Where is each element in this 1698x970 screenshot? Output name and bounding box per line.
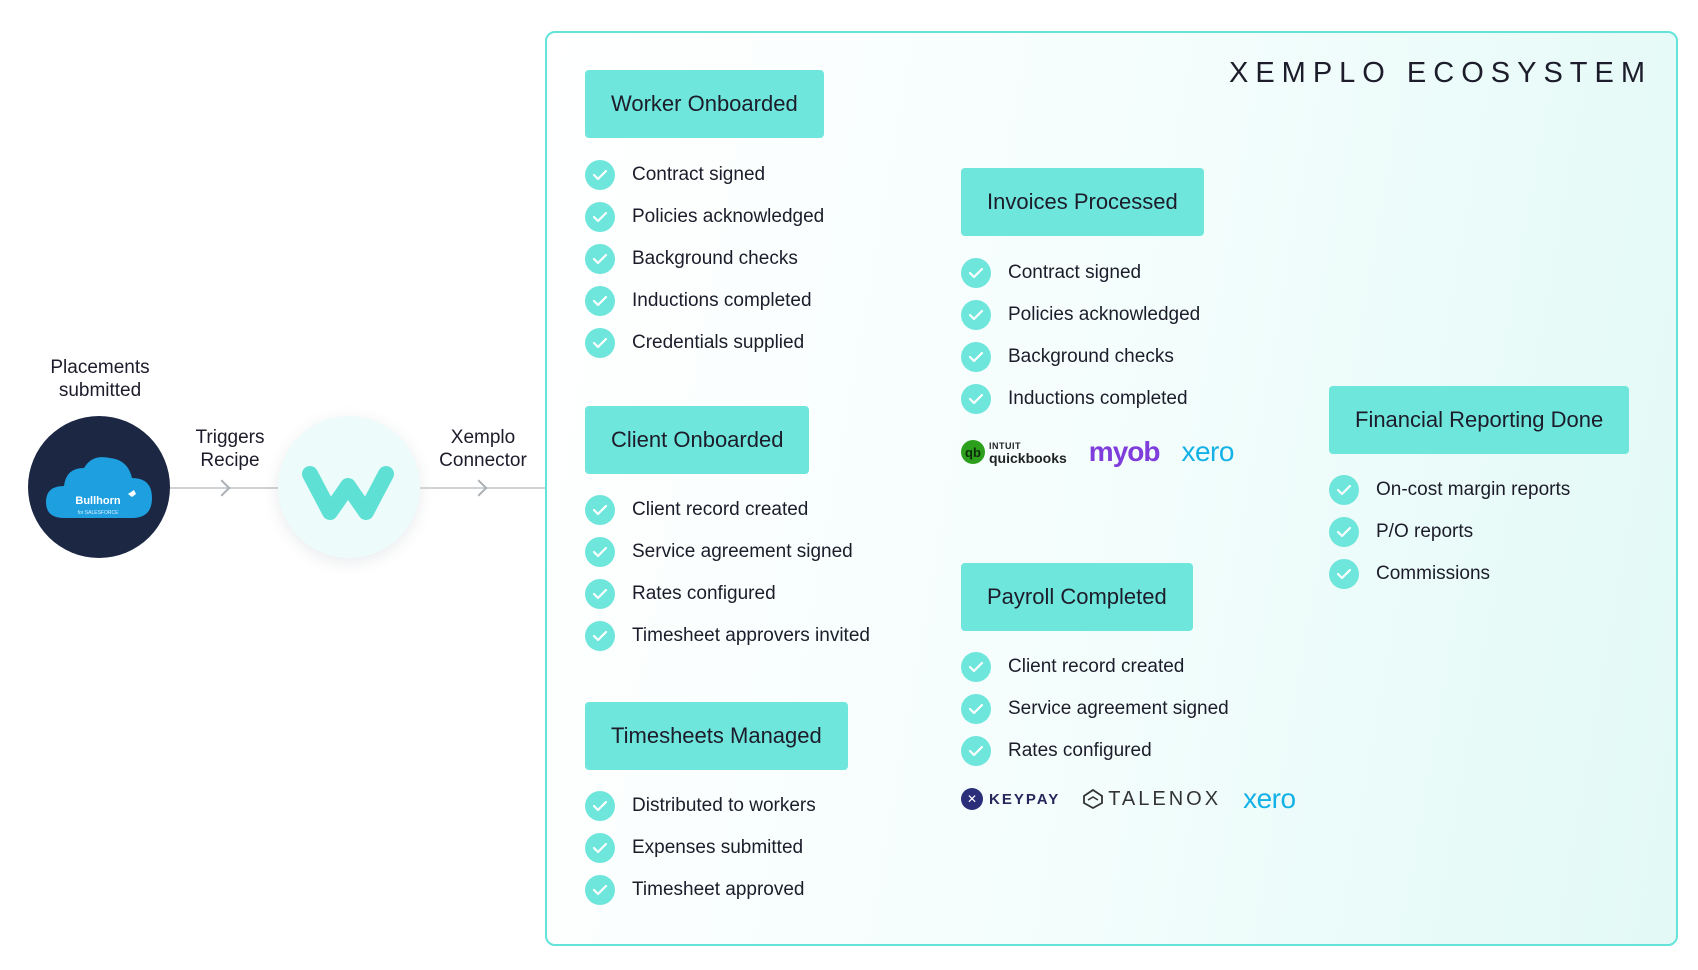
list-item: Client record created bbox=[961, 646, 1229, 688]
invoices-processed-card: Invoices Processed bbox=[961, 168, 1204, 236]
financial-reporting-card: Financial Reporting Done bbox=[1329, 386, 1630, 454]
check-icon bbox=[961, 384, 991, 414]
talenox-logo: TALENOX bbox=[1082, 788, 1221, 811]
payroll-completed-card: Payroll Completed bbox=[961, 563, 1193, 631]
check-icon bbox=[1329, 475, 1359, 505]
list-item: Rates configured bbox=[585, 573, 870, 615]
list-item: Distributed to workers bbox=[585, 785, 816, 827]
check-icon bbox=[961, 300, 991, 330]
bullhorn-logo: Bullhorn for SALESFORCE bbox=[28, 416, 170, 558]
xemplo-connector-label: Xemplo Connector bbox=[439, 427, 527, 471]
placements-submitted-label: Placements submitted bbox=[50, 357, 150, 401]
list-item: Client record created bbox=[585, 489, 870, 531]
talenox-icon bbox=[1083, 788, 1104, 810]
check-icon bbox=[585, 160, 615, 190]
check-icon bbox=[585, 621, 615, 651]
keypay-logo: ✕ KEYPAY bbox=[961, 788, 1060, 810]
check-icon bbox=[961, 694, 991, 724]
triggers-recipe-label: Triggers Recipe bbox=[195, 427, 265, 471]
list-item: Policies acknowledged bbox=[961, 294, 1200, 336]
list-item: Timesheet approved bbox=[585, 869, 816, 911]
financial-reporting-list: On-cost margin reports P/O reports Commi… bbox=[1329, 469, 1570, 595]
check-icon bbox=[961, 258, 991, 288]
check-icon bbox=[961, 736, 991, 766]
check-icon bbox=[585, 833, 615, 863]
check-icon bbox=[961, 652, 991, 682]
ecosystem-title: XEMPLO ECOSYSTEM bbox=[1228, 57, 1652, 89]
quickbooks-icon: qb bbox=[961, 440, 985, 464]
check-icon bbox=[585, 202, 615, 232]
timesheets-managed-list: Distributed to workers Expenses submitte… bbox=[585, 785, 816, 911]
list-item: Service agreement signed bbox=[585, 531, 870, 573]
check-icon bbox=[585, 537, 615, 567]
list-item: Background checks bbox=[585, 238, 824, 280]
xemplo-connector-node bbox=[278, 416, 420, 558]
list-item: Timesheet approvers invited bbox=[585, 615, 870, 657]
list-item: Rates configured bbox=[961, 730, 1229, 772]
chevron-right-icon bbox=[213, 479, 231, 497]
check-icon bbox=[585, 495, 615, 525]
check-icon bbox=[961, 342, 991, 372]
bullhorn-sub: for SALESFORCE bbox=[78, 510, 120, 516]
check-icon bbox=[585, 579, 615, 609]
worker-onboarded-card: Worker Onboarded bbox=[585, 70, 824, 138]
xero-logo: xero bbox=[1181, 436, 1234, 467]
list-item: Contract signed bbox=[961, 252, 1200, 294]
client-onboarded-card: Client Onboarded bbox=[585, 406, 810, 474]
payroll-completed-list: Client record created Service agreement … bbox=[961, 646, 1229, 772]
xemplo-w-logo-icon bbox=[302, 466, 394, 520]
list-item: Inductions completed bbox=[585, 280, 824, 322]
invoices-processed-list: Contract signed Policies acknowledged Ba… bbox=[961, 252, 1200, 420]
list-item: P/O reports bbox=[1329, 511, 1570, 553]
worker-onboarded-list: Contract signed Policies acknowledged Ba… bbox=[585, 154, 824, 364]
timesheets-managed-card: Timesheets Managed bbox=[585, 702, 848, 770]
list-item: On-cost margin reports bbox=[1329, 469, 1570, 511]
list-item: Expenses submitted bbox=[585, 827, 816, 869]
keypay-icon: ✕ bbox=[961, 788, 983, 810]
list-item: Policies acknowledged bbox=[585, 196, 824, 238]
payroll-integrations-logos: ✕ KEYPAY TALENOX xero bbox=[961, 783, 1318, 815]
list-item: Contract signed bbox=[585, 154, 824, 196]
xero-logo: xero bbox=[1243, 783, 1296, 814]
flow-line-2 bbox=[420, 487, 545, 489]
client-onboarded-list: Client record created Service agreement … bbox=[585, 489, 870, 657]
myob-logo: myob bbox=[1088, 436, 1161, 467]
check-icon bbox=[1329, 559, 1359, 589]
list-item: Service agreement signed bbox=[961, 688, 1229, 730]
list-item: Credentials supplied bbox=[585, 322, 824, 364]
check-icon bbox=[585, 791, 615, 821]
list-item: Commissions bbox=[1329, 553, 1570, 595]
bullhorn-name: Bullhorn bbox=[75, 495, 120, 507]
list-item: Inductions completed bbox=[961, 378, 1200, 420]
check-icon bbox=[585, 875, 615, 905]
list-item: Background checks bbox=[961, 336, 1200, 378]
check-icon bbox=[585, 286, 615, 316]
chevron-right-icon bbox=[470, 479, 488, 497]
flow-line-1 bbox=[170, 487, 278, 489]
check-icon bbox=[1329, 517, 1359, 547]
check-icon bbox=[585, 244, 615, 274]
check-icon bbox=[585, 328, 615, 358]
bullhorn-cloud-icon: Bullhorn for SALESFORCE bbox=[46, 457, 152, 518]
